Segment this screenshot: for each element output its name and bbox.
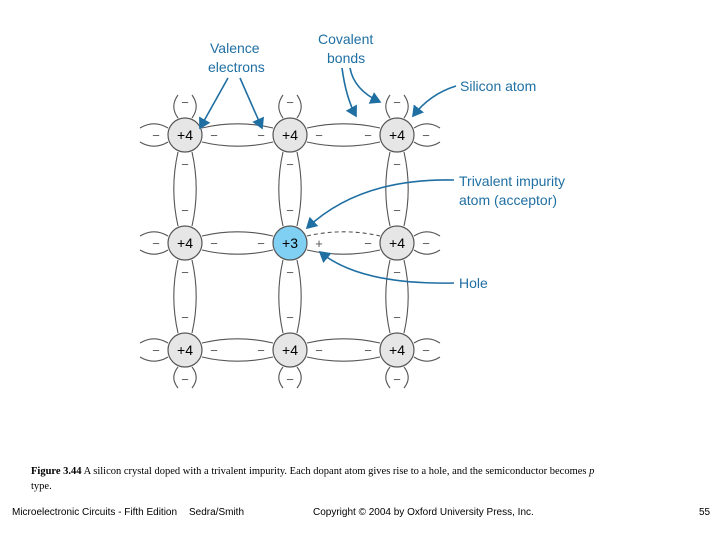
callout-silicon-atom: Silicon atom [460,78,536,94]
electron-sign-26: − [210,343,218,358]
bond-line-v-46 [386,367,390,388]
callout-trivalent-line1: Trivalent impurity [459,173,565,189]
figure-label: Figure 3.44 [31,466,82,477]
trivalent-arrow [307,180,454,228]
bond-line-v-45 [404,260,408,333]
electron-sign-13: − [181,265,189,280]
atom-label: +4 [177,235,193,251]
bond-line-v-37 [297,260,301,333]
bond-line-v-32 [279,95,283,118]
footer-page-number: 55 [699,507,710,518]
callout-valence-line2: electrons [208,59,265,75]
hole-sign: + [315,236,323,251]
electron-sign-3: − [210,128,218,143]
atom-label: +4 [389,127,405,143]
bond-line-v-31 [192,367,196,388]
covalent-arrow-right [350,68,380,102]
covalent-arrow-left [342,68,356,116]
bond-line-v-33 [297,95,301,118]
electron-sign-21: − [364,236,372,251]
electron-sign-27: − [286,310,294,325]
electron-sign-10: − [364,128,372,143]
valence-arrow-right [240,78,262,128]
electron-sign-18: − [257,236,265,251]
atom-grid: +4 − − − − +4 − − − − +4 − − − − +4 − − − − +3 − − − + +4 − − − − +4 − −… [152,95,430,387]
bond-line-v-34 [279,152,283,226]
electron-sign-29: − [257,343,265,358]
caption-text: A silicon crystal doped with a trivalent… [84,466,587,477]
electron-sign-7: − [315,128,323,143]
bond-line-v-44 [386,260,390,333]
electron-sign-19: − [393,203,401,218]
electron-sign-4: − [286,95,294,110]
bond-line-v-38 [279,367,283,388]
electron-sign-34: − [422,343,430,358]
callout-covalent-line2: bonds [327,50,365,66]
electron-sign-31: − [393,310,401,325]
electron-sign-11: − [422,128,430,143]
bond-line-v-24 [174,95,178,118]
electron-sign-20: − [393,265,401,280]
electron-sign-0: − [181,95,189,110]
bond-line-v-28 [174,260,178,333]
electron-sign-22: − [422,236,430,251]
bond-line-v-39 [297,367,301,388]
silicon-arrow [413,86,456,116]
atom-label: +4 [282,127,298,143]
footer-book-title: Microelectronic Circuits - Fifth Edition [12,507,177,518]
bond-line-v-35 [297,152,301,226]
electron-sign-14: − [152,236,160,251]
electron-sign-23: − [181,310,189,325]
figure-caption: Figure 3.44 A silicon crystal doped with… [31,464,611,494]
electron-sign-1: − [181,157,189,172]
bond-line-v-30 [174,367,178,388]
atom-label: +3 [282,235,298,251]
caption-text-end: type. [31,481,52,492]
bond-line-v-25 [192,95,196,118]
bond-line-v-41 [404,95,408,118]
electron-sign-25: − [152,343,160,358]
callout-valence-line1: Valence [210,40,260,56]
electron-sign-24: − [181,372,189,387]
electron-sign-30: − [315,343,323,358]
atom-label: +4 [389,342,405,358]
electron-sign-15: − [210,236,218,251]
electron-sign-12: − [181,203,189,218]
bond-line-v-40 [386,95,390,118]
callout-trivalent-line2: atom (acceptor) [459,192,557,208]
callout-hole: Hole [459,275,488,291]
electron-sign-2: − [152,128,160,143]
electron-sign-6: − [257,128,265,143]
bond-line-v-29 [192,260,196,333]
silicon-crystal-diagram: +4 − − − − +4 − − − − +4 − − − − +4 − − − − +3 − − − + +4 − − − − +4 − −… [0,0,720,460]
atom-label: +4 [389,235,405,251]
atom-label: +4 [177,127,193,143]
bond-line-v-43 [404,152,408,226]
electron-sign-9: − [393,157,401,172]
valence-arrow-left [200,78,228,128]
electron-sign-16: − [286,203,294,218]
bond-line-v-42 [386,152,390,226]
electron-sign-33: − [364,343,372,358]
caption-italic: p [589,466,594,477]
atom-label: +4 [282,342,298,358]
bond-line-v-47 [404,367,408,388]
bond-line-v-36 [279,260,283,333]
bond-line-v-26 [174,152,178,226]
footer-authors: Sedra/Smith [189,507,244,518]
electron-sign-5: − [286,157,294,172]
electron-sign-8: − [393,95,401,110]
electron-sign-17: − [286,265,294,280]
bond-line-v-27 [192,152,196,226]
electron-sign-32: − [393,372,401,387]
callout-covalent-line1: Covalent [318,31,373,47]
footer-copyright: Copyright © 2004 by Oxford University Pr… [313,507,534,518]
electron-sign-28: − [286,372,294,387]
atom-label: +4 [177,342,193,358]
